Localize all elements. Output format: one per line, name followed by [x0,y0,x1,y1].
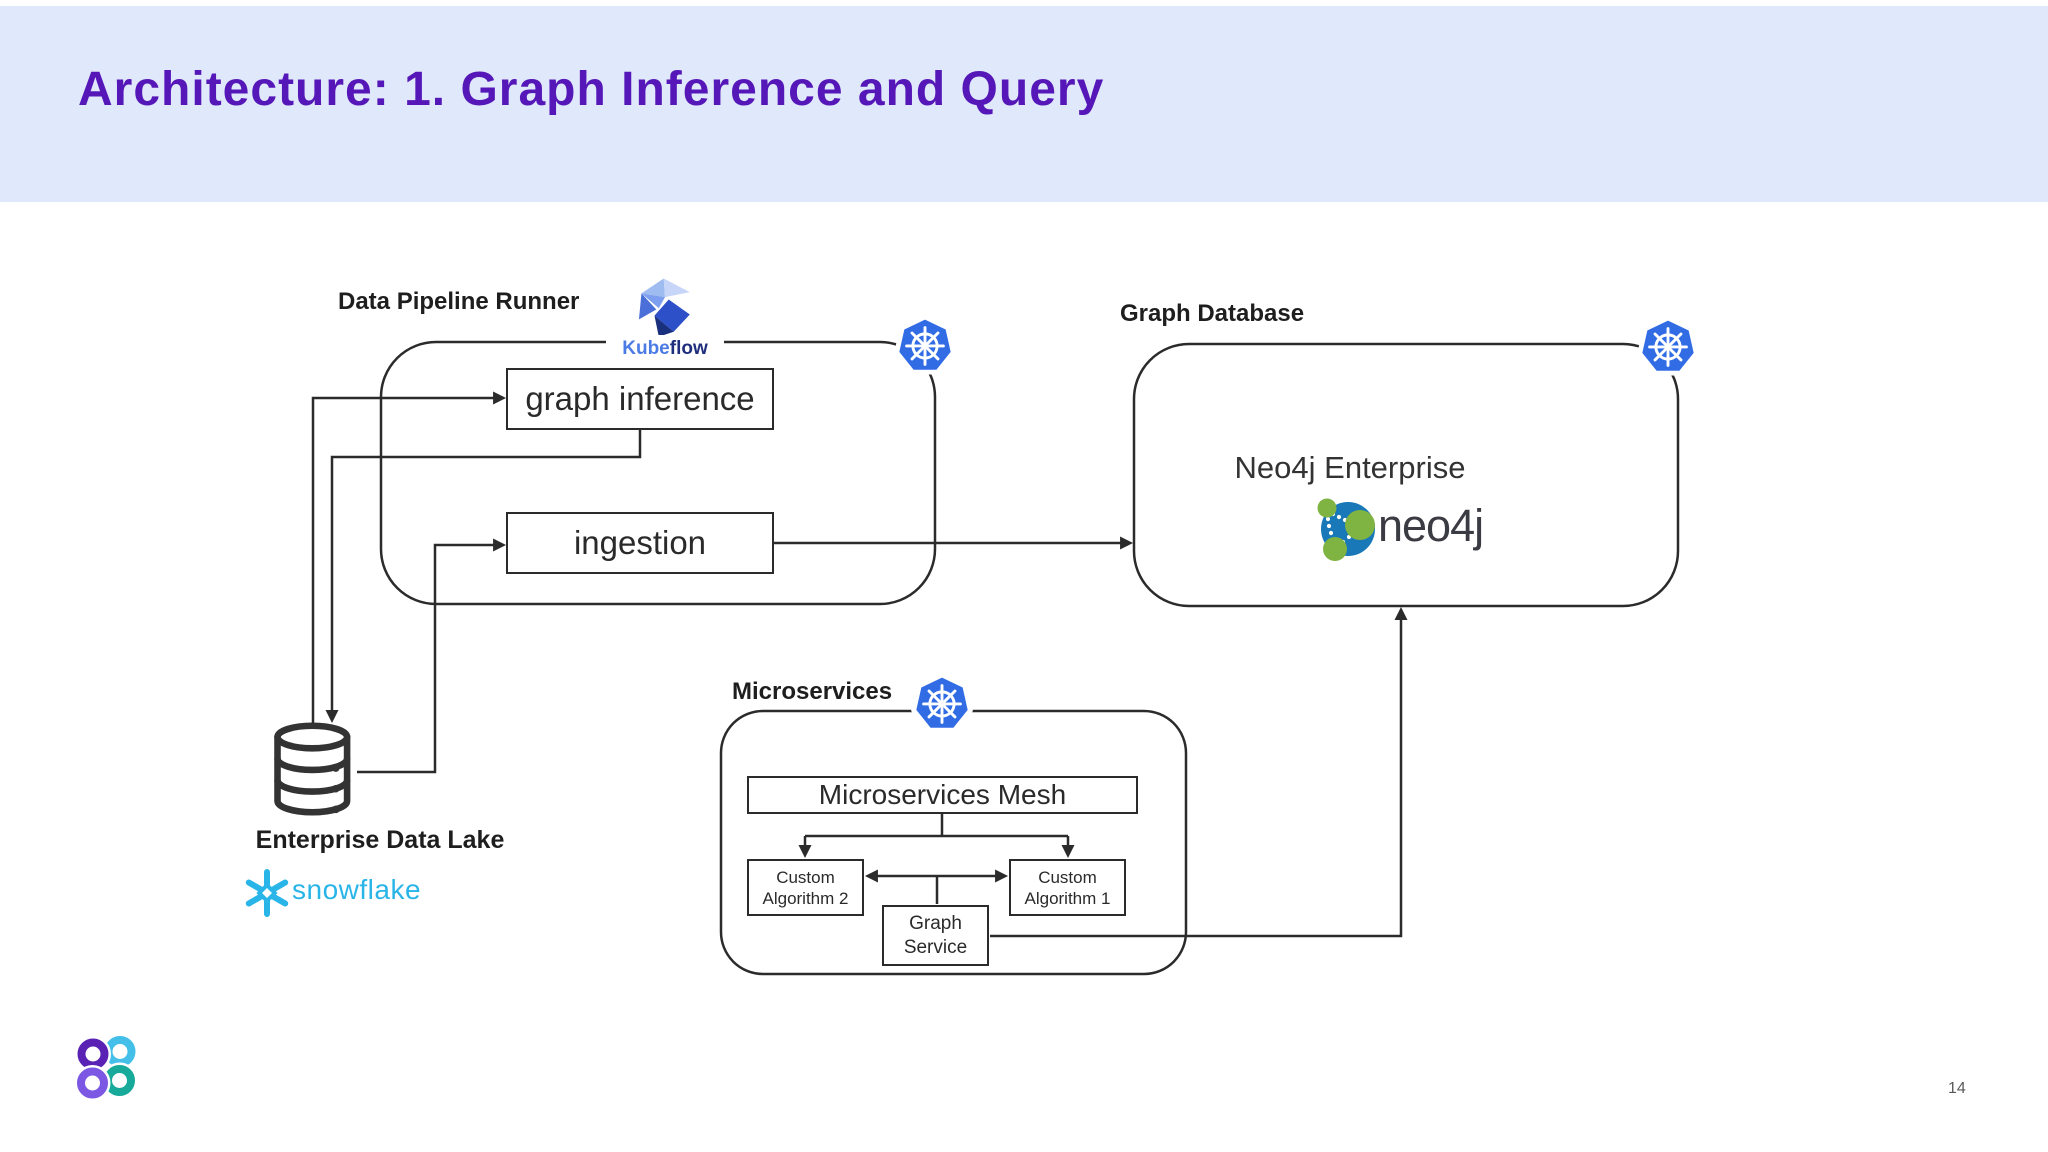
graph-inference-node: graph inference [506,368,774,430]
pipeline-group-label: Data Pipeline Runner [338,288,580,315]
arrow-graph-inference-to-lake [325,430,642,724]
slide-title: Architecture: 1. Graph Inference and Que… [78,63,1105,116]
kubeflow-wordmark: Kubeflow [606,335,724,363]
kubernetes-icon [897,317,954,372]
header-band [0,6,2048,202]
graph-service-node: Graph Service [882,905,989,966]
microservices-mesh-node: Microservices Mesh [747,776,1138,814]
snowflake-wordmark: snowflake [292,874,422,905]
kubeflow-wordmark-flow: flow [669,338,708,359]
database-cylinder-icon [274,722,351,816]
ingestion-node: ingestion [506,512,774,574]
graph-database-group-label: Graph Database [1120,300,1305,327]
kubeflow-wordmark-kube: Kube [622,338,670,359]
arrow-lake-to-graph-inference [311,391,507,726]
connector-arrows [311,391,1408,938]
neo4j-enterprise-label: Neo4j Enterprise [1234,450,1466,485]
custom-algorithm-2-node: Custom Algorithm 2 [747,859,864,916]
neo4j-logo [1317,498,1375,561]
kubeflow-logo [638,278,690,337]
microservices-group-label: Microservices [732,678,893,705]
clover-rings-logo [74,1033,138,1101]
custom-algorithm-1-node: Custom Algorithm 1 [1009,859,1126,916]
kubernetes-icon [1640,318,1697,373]
snowflake-logo [245,869,289,917]
arrow-graph-service-to-graphdb [990,606,1408,938]
page-number: 14 [1948,1080,1966,1097]
arrow-lake-to-ingestion [357,538,507,774]
graph-database-group-box [1132,342,1680,608]
neo4j-wordmark: neo4j [1378,500,1484,551]
kubernetes-icon [914,675,971,730]
enterprise-data-lake-label: Enterprise Data Lake [255,826,505,854]
